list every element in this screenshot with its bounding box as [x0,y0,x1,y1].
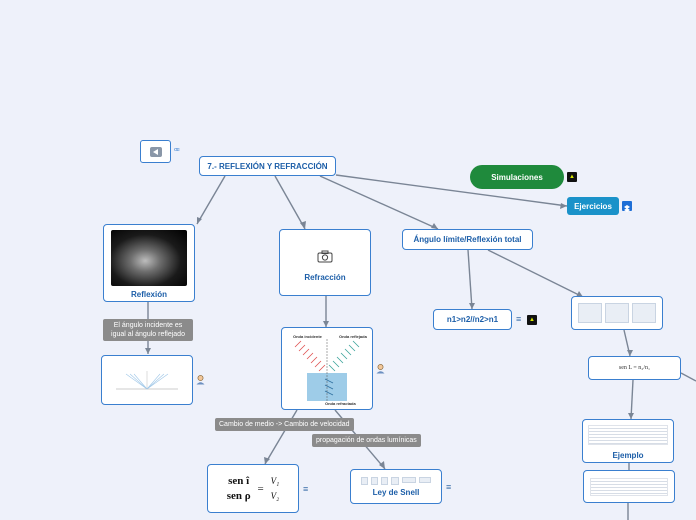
link-root-ejercicios [335,174,568,207]
ley-snell-node[interactable]: Ley de Snell [350,469,442,504]
ejemplo-thumb [588,425,668,445]
back-button[interactable] [140,140,171,163]
ejemplo-image-node[interactable] [583,470,675,503]
limit-images-node[interactable] [571,296,663,330]
snell-formula-node[interactable]: sen î = V₁ sen ρ V₂ [207,464,299,513]
reflexion-note[interactable]: El ángulo incidente es igual al ángulo r… [103,319,193,341]
root-title: 7.- REFLEXIÓN Y REFRACCIÓN [207,161,328,171]
limit-image-1 [578,303,602,323]
camera-icon [317,250,333,263]
ley-snell-thumb [361,477,431,485]
ejemplo-node[interactable]: Ejemplo [582,419,674,463]
simulaciones-node[interactable]: Simulaciones [470,165,564,189]
limit-formula: sen L = n₂/n₁ [618,365,651,371]
person-icon-2[interactable] [375,363,386,376]
refracted-label: Onda refractada [325,401,356,406]
ultrasound-image [111,230,187,286]
link-angulo-n [467,249,473,310]
refraction-diagram: Onda incidente Onda reflejada Onda refra… [285,330,369,407]
dropbox-icon[interactable] [622,201,632,212]
person-icon[interactable] [195,374,206,387]
limit-image-3 [632,303,656,323]
refraccion-label: Refracción [304,273,346,282]
angulo-limite-node[interactable]: Ángulo límite/Reflexión total [402,229,533,250]
ejemplo-image [590,477,668,496]
link-formula-right [680,372,696,382]
refraccion-node[interactable]: Refracción [279,229,371,296]
refraction-image-node[interactable]: Onda incidente Onda reflejada Onda refra… [281,327,373,410]
notes-icon-2[interactable]: ≡ [446,482,452,492]
cambio-medio-label[interactable]: Cambio de medio -> Cambio de velocidad [215,418,354,431]
root-topic[interactable]: 7.- REFLEXIÓN Y REFRACCIÓN [199,156,336,176]
badge-icon-2[interactable]: ▲ [567,172,577,182]
link-root-refraccion [274,175,306,230]
link-root-reflexion [196,175,226,225]
snell-formula: sen î = V₁ sen ρ V₂ [226,475,280,502]
n-condition-node[interactable]: n1>n2//n2>n1 [433,309,512,330]
link-angulo-images [487,249,584,298]
notes-icon-3[interactable]: ≡ [516,314,522,324]
badge-icon[interactable]: ▲ [527,315,537,325]
link-formula-ejemplo [630,379,634,420]
reflexion-label: Reflexión [130,290,167,299]
reflection-diagram [116,371,178,390]
ejemplo-label: Ejemplo [612,451,644,460]
notes-icon[interactable]: ≡ [303,484,309,494]
ejercicios-node[interactable]: Ejercicios [567,197,619,215]
limit-formula-node[interactable]: sen L = n₂/n₁ [588,356,681,380]
propagacion-label[interactable]: propagación de ondas lumínicas [312,434,421,447]
ley-snell-label: Ley de Snell [372,488,420,497]
reflection-image-node[interactable] [101,355,193,405]
reflected-label: Onda reflejada [339,334,368,339]
back-button-icon [149,146,162,157]
link-icon[interactable]: ꟹ [174,146,180,156]
link-root-angulo [319,175,439,230]
reflexion-node[interactable]: Reflexión [103,224,195,302]
limit-image-2 [605,303,629,323]
incident-label: Onda incidente [293,334,323,339]
